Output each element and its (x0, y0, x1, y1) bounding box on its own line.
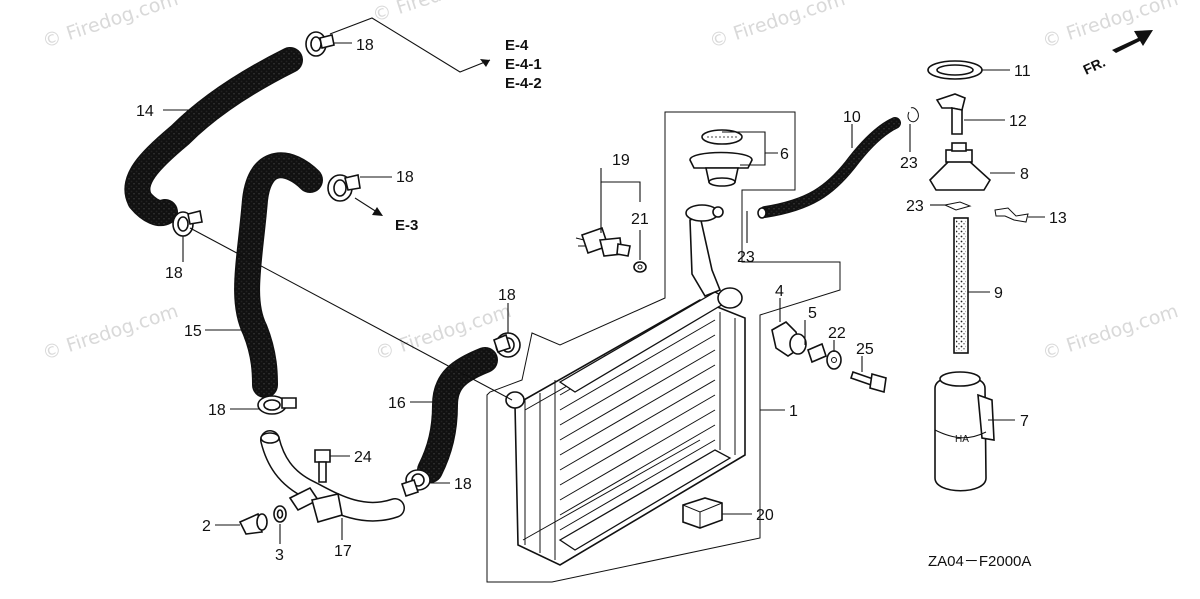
watermark: © Firedog.com (707, 0, 848, 53)
watermark: © Firedog.com (40, 300, 181, 365)
callout-7: 7 (1020, 413, 1029, 430)
section-reference: E-4-2 (505, 75, 542, 92)
callout-2: 2 (202, 518, 211, 535)
callout-4: 4 (775, 283, 784, 300)
washer (273, 505, 287, 523)
callout-11: 11 (1014, 63, 1031, 80)
section-reference: E-4-1 (505, 56, 542, 73)
callout-21: 21 (631, 211, 649, 228)
drain-plug (238, 512, 268, 535)
callout-19: 19 (612, 152, 630, 169)
watermark: © Firedog.com (40, 0, 181, 53)
callout-17: 17 (334, 543, 352, 560)
callout-23: 23 (900, 155, 918, 172)
callout-3: 3 (275, 547, 284, 564)
callout-24: 24 (354, 449, 372, 466)
diagram-code: ZA04－F2000A (928, 553, 1031, 570)
callout-9: 9 (994, 285, 1003, 302)
leader-lines (163, 17, 1045, 544)
callout-6: 6 (780, 146, 789, 163)
filler-neck (685, 204, 724, 297)
callout-5: 5 (808, 305, 817, 322)
mounting-hardware (771, 321, 887, 394)
radiator-cap (689, 129, 753, 187)
rubber-mount (682, 497, 723, 529)
thermo-switch (575, 226, 647, 273)
hose-clamp (172, 210, 203, 237)
callout-10: 10 (843, 109, 861, 126)
callout-18: 18 (165, 265, 183, 282)
section-reference: E-4 (505, 37, 529, 54)
bolt (314, 449, 331, 483)
callout-15: 15 (184, 323, 202, 340)
callout-18: 18 (396, 169, 414, 186)
radiator-hose (417, 347, 498, 483)
callout-20: 20 (756, 507, 774, 524)
callout-8: 8 (1020, 166, 1029, 183)
callout-16: 16 (388, 395, 406, 412)
callout-14: 14 (136, 103, 154, 120)
overflow-hose (757, 117, 901, 219)
assembly-group-outline (486, 111, 841, 583)
hose-clamp (400, 469, 431, 498)
callout-23: 23 (906, 198, 924, 215)
watermark: © Firedog.com (1040, 0, 1181, 53)
hose-clamp (493, 332, 521, 358)
callout-23: 23 (737, 249, 755, 266)
callout-13: 13 (1049, 210, 1067, 227)
callout-25: 25 (856, 341, 874, 358)
callout-18: 18 (356, 37, 374, 54)
callout-22: 22 (828, 325, 846, 342)
reserve-tank-parts: HA (907, 60, 1029, 492)
upper-hose (124, 47, 303, 227)
water-pipe (260, 430, 405, 523)
callout-18: 18 (208, 402, 226, 419)
callout-1: 1 (789, 403, 798, 420)
callout-18: 18 (454, 476, 472, 493)
hose-clamp (327, 174, 361, 202)
svg-text:HA: HA (955, 434, 969, 445)
section-reference: E-3 (395, 217, 418, 234)
hose-clamp (305, 31, 335, 57)
callout-12: 12 (1009, 113, 1027, 130)
radiator-core (505, 287, 746, 566)
callout-18: 18 (498, 287, 516, 304)
hose-clamp (257, 395, 297, 415)
watermark: © Firedog.com (1040, 300, 1181, 365)
watermark: © Firedog.com (370, 0, 511, 27)
front-direction-label: FR. (1081, 54, 1108, 78)
